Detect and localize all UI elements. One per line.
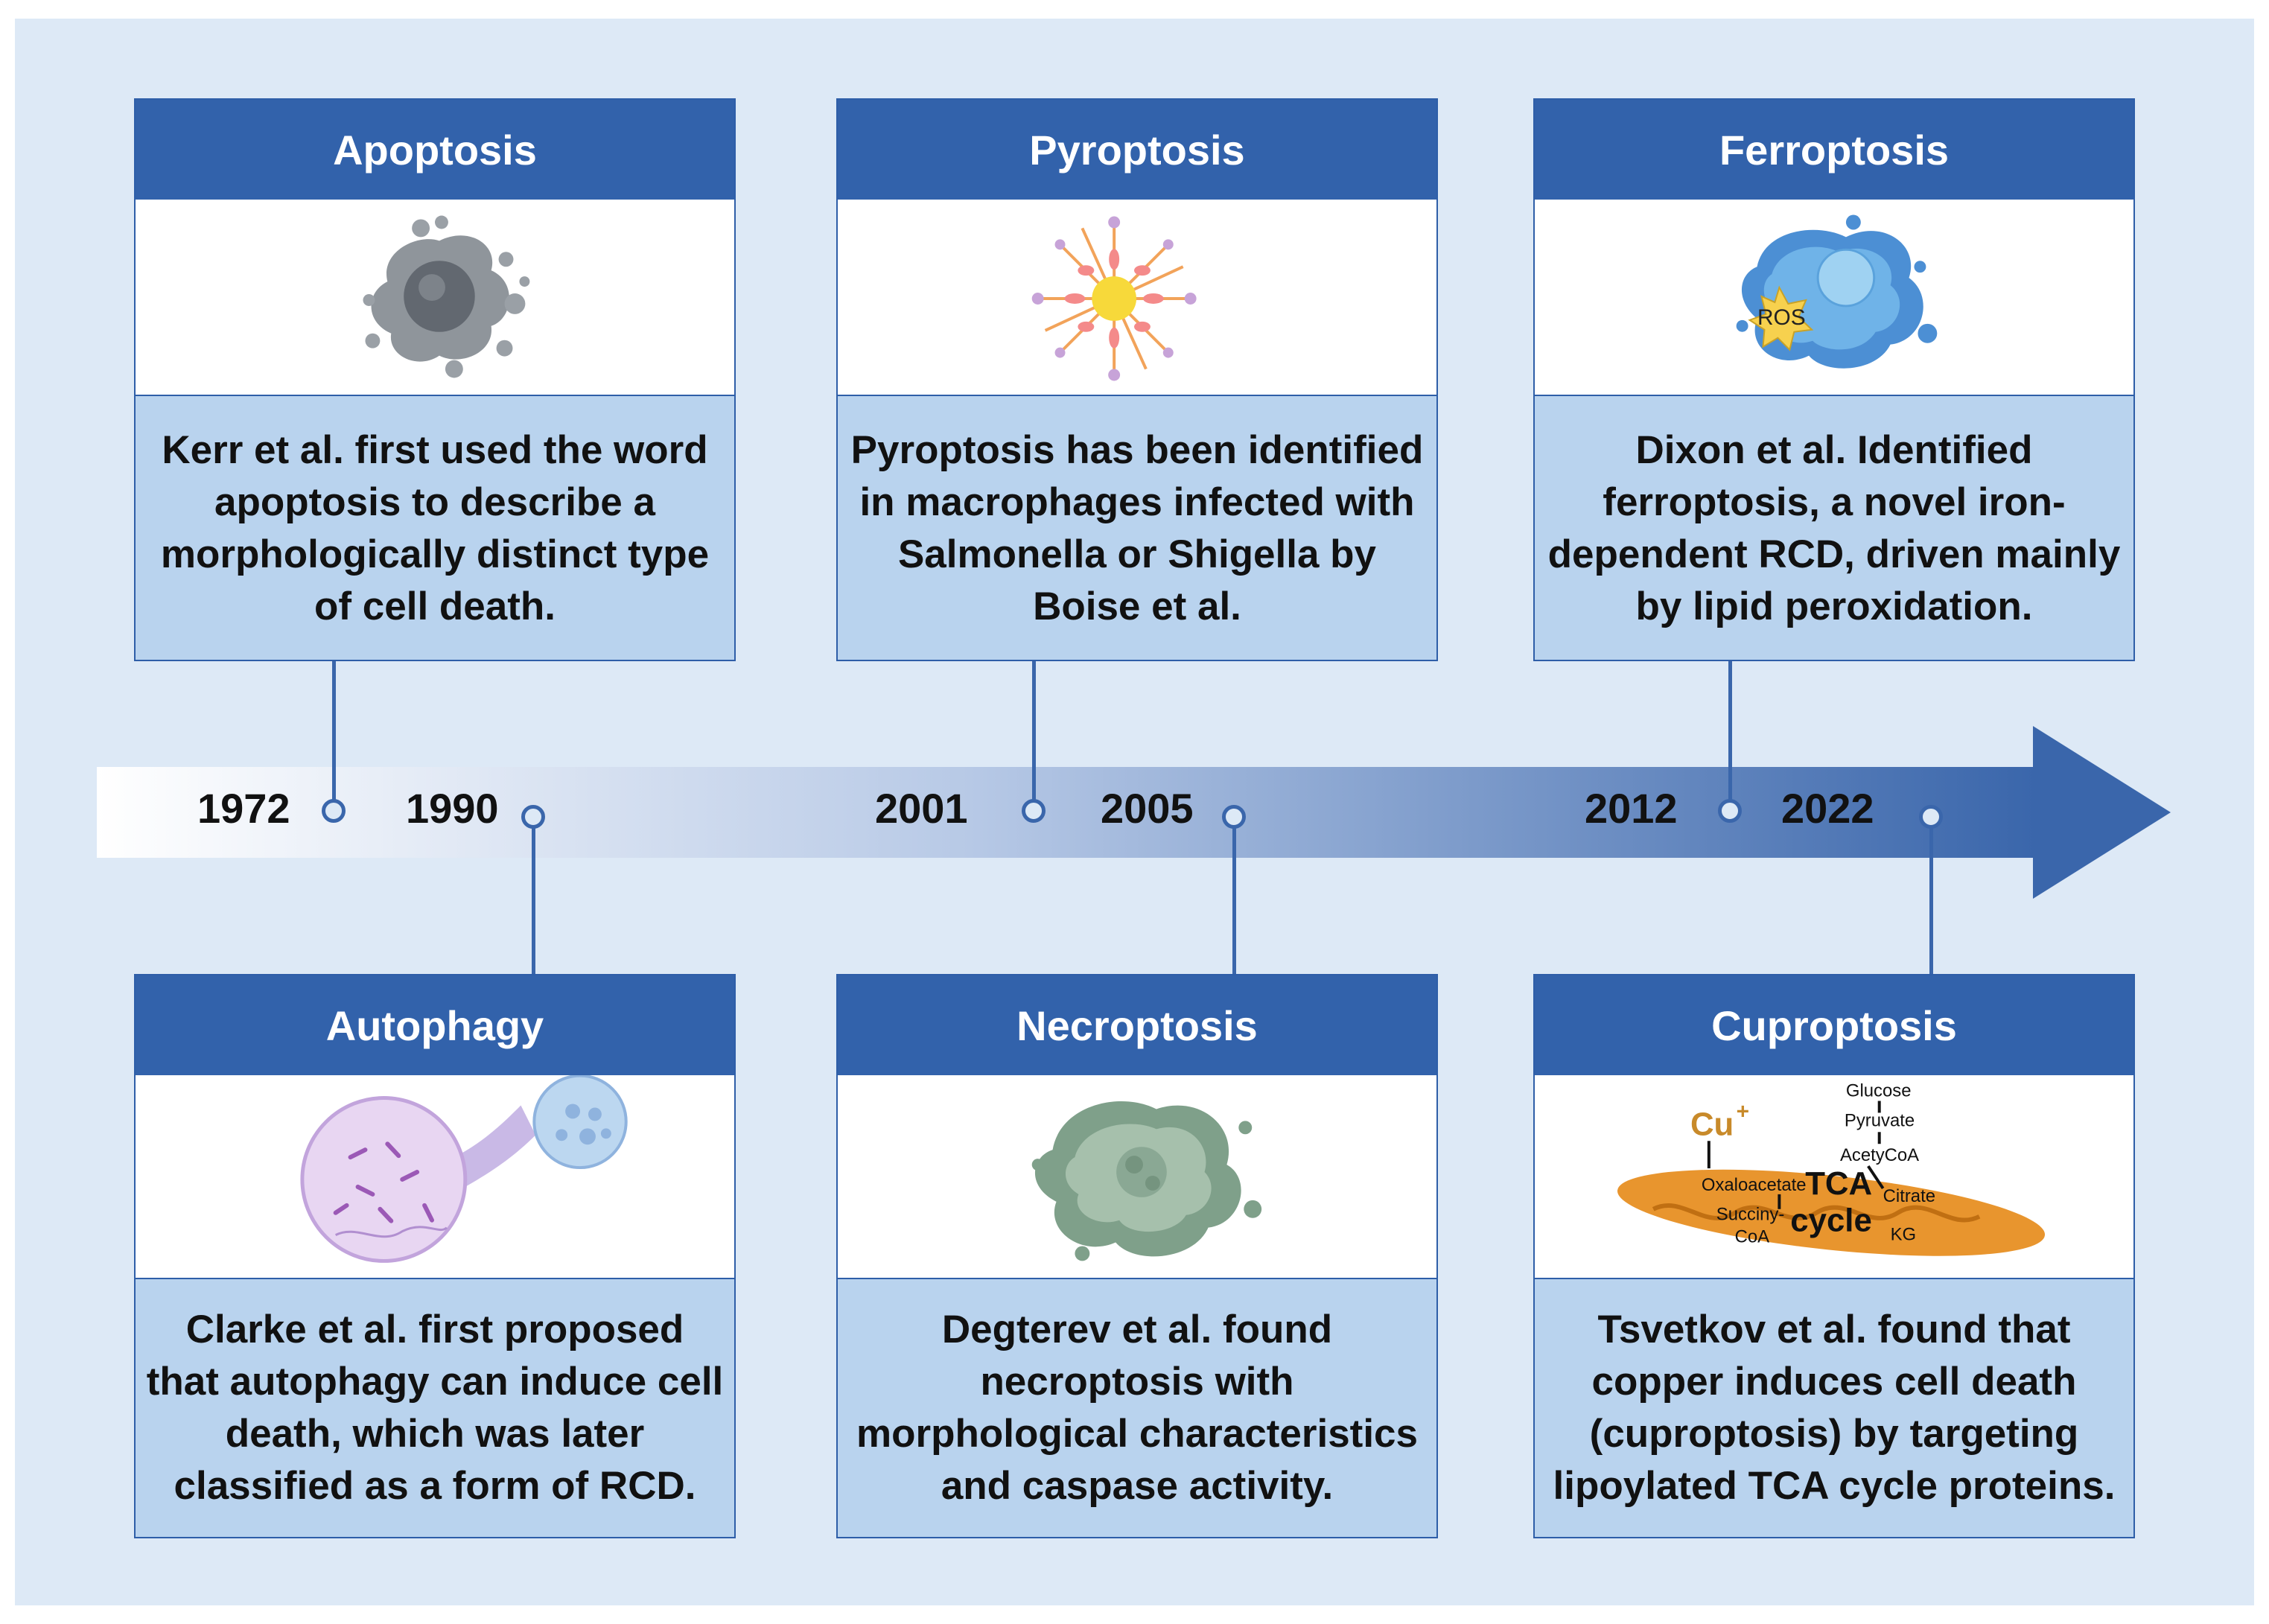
tca-label: TCA: [1805, 1165, 1872, 1202]
connector-1990: [532, 825, 535, 974]
copper-ion-label: Cu: [1690, 1106, 1734, 1142]
mitochondrion-tca-icon: Cu + Glucose Pyruvate AcetyCoA Oxaloacet…: [1617, 1081, 2046, 1256]
year-label: 2012: [1585, 785, 1678, 832]
event-card-ferroptosis: Ferroptosis ROS Dixon et al. Identified …: [1533, 98, 2135, 661]
ros-label: ROS: [1757, 305, 1806, 330]
connector-1972: [332, 661, 336, 804]
card-title: Autophagy: [136, 975, 734, 1075]
acetylcoa-label: AcetyCoA: [1840, 1145, 1919, 1165]
connector-2005: [1232, 825, 1236, 974]
glucose-label: Glucose: [1846, 1081, 1912, 1101]
timeline-marker-1990: [521, 805, 545, 829]
oxaloacetate-label: Oxaloacetate: [1702, 1175, 1807, 1195]
kg-label: KG: [1891, 1225, 1917, 1245]
card-title: Cuproptosis: [1535, 975, 2133, 1075]
card-illustration: Cu + Glucose Pyruvate AcetyCoA Oxaloacet…: [1535, 1075, 2133, 1279]
card-illustration: [838, 1075, 1436, 1279]
pyroptotic-cell-icon: [1031, 216, 1197, 381]
card-illustration: [838, 200, 1436, 396]
necroptotic-cell-icon: [1031, 1101, 1262, 1261]
coa-label: CoA: [1735, 1227, 1770, 1247]
succinyl-label: Succiny-: [1716, 1205, 1785, 1225]
copper-ion-charge: +: [1737, 1099, 1749, 1124]
apoptotic-cell-icon: [363, 215, 530, 378]
card-title: Necroptosis: [838, 975, 1436, 1075]
year-label: 2005: [1101, 785, 1194, 832]
timeline-marker-2005: [1222, 805, 1246, 829]
card-illustration: [136, 200, 734, 396]
card-description: Degterev et al. found necroptosis with m…: [856, 1308, 1419, 1508]
event-card-autophagy: Autophagy Clarke et al. first proposed t…: [134, 974, 736, 1538]
timeline-marker-2001: [1022, 799, 1046, 823]
connector-2022: [1929, 825, 1933, 974]
card-description: Pyroptosis has been identified in macrop…: [850, 428, 1424, 628]
event-card-necroptosis: Necroptosis Degterev et al. found necrop…: [836, 974, 1438, 1538]
event-card-cuproptosis: Cuproptosis Cu + Glucose Pyruvate AcetyC…: [1533, 974, 2135, 1538]
card-description: Clarke et al. first proposed that autoph…: [146, 1308, 724, 1508]
connector-2012: [1728, 661, 1732, 804]
year-label: 2001: [875, 785, 968, 832]
card-description: Tsvetkov et al. found that copper induce…: [1553, 1308, 2116, 1508]
year-label: 2022: [1781, 785, 1874, 832]
card-title: Ferroptosis: [1535, 100, 2133, 200]
card-title: Pyroptosis: [838, 100, 1436, 200]
card-description: Dixon et al. Identified ferroptosis, a n…: [1547, 428, 2121, 628]
event-card-apoptosis: Apoptosis Kerr et al. first used the wor…: [134, 98, 736, 661]
pyruvate-label: Pyruvate: [1845, 1110, 1915, 1130]
year-label: 1990: [406, 785, 499, 832]
card-title: Apoptosis: [136, 100, 734, 200]
ferroptotic-cell-icon: ROS: [1736, 214, 1938, 369]
event-card-pyroptosis: Pyroptosis Pyrop: [836, 98, 1438, 661]
card-description: Kerr et al. first used the word apoptosi…: [160, 428, 710, 628]
autophagy-cell-icon: [300, 1075, 628, 1263]
timeline-marker-2022: [1919, 805, 1943, 829]
timeline-marker-2012: [1718, 799, 1742, 823]
cycle-label: cycle: [1790, 1203, 1872, 1239]
connector-2001: [1032, 661, 1036, 804]
year-label: 1972: [197, 785, 290, 832]
card-illustration: ROS: [1535, 200, 2133, 396]
citrate-label: Citrate: [1883, 1186, 1935, 1206]
timeline-marker-1972: [322, 799, 346, 823]
card-illustration: [136, 1075, 734, 1279]
